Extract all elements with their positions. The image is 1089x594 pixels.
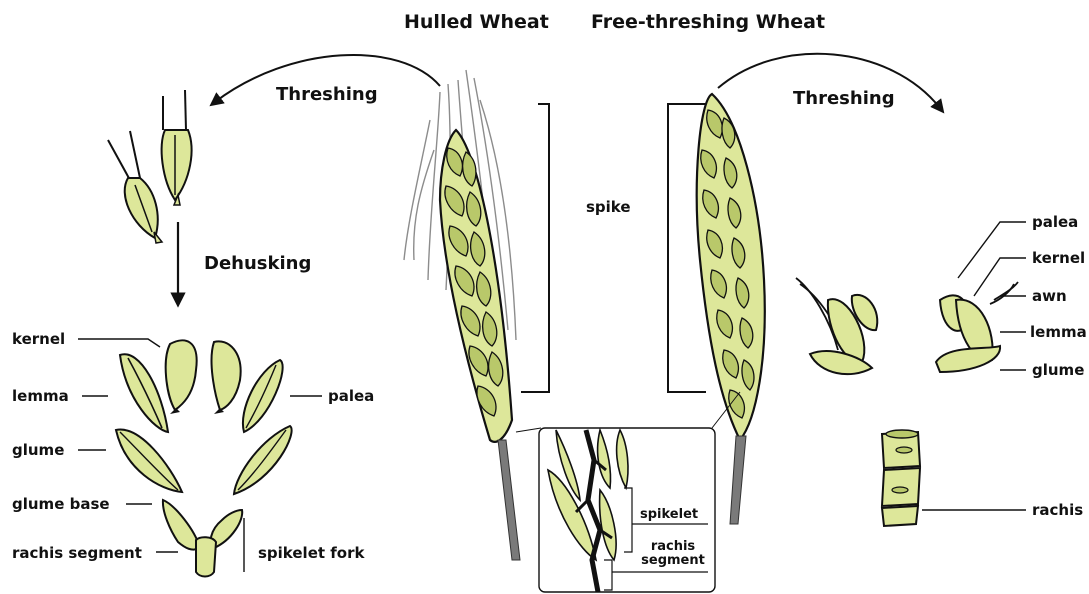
right-label-palea: palea	[1032, 213, 1078, 231]
right-label-rachis: rachis	[1032, 501, 1083, 519]
right-label-kernel: kernel	[1032, 249, 1085, 267]
left-label-glume: glume	[12, 441, 64, 459]
left-label-kernel: kernel	[12, 330, 65, 348]
hulled-spike-illustration	[404, 70, 520, 560]
left-label-rachis-segment: rachis segment	[12, 544, 142, 562]
title-hulled-wheat: Hulled Wheat	[404, 11, 549, 33]
title-free-threshing-wheat: Free-threshing Wheat	[591, 11, 825, 33]
left-label-glume-base: glume base	[12, 495, 110, 513]
threshing-label-left: Threshing	[276, 84, 378, 105]
left-label-spikelet-fork: spikelet fork	[258, 544, 364, 562]
right-label-awn: awn	[1032, 287, 1067, 305]
dehusking-label: Dehusking	[204, 253, 311, 274]
left-label-palea: palea	[328, 387, 374, 405]
left-label-lemma: lemma	[12, 387, 69, 405]
hulled-spikelets-illustration	[108, 90, 192, 243]
spike-label: spike	[586, 198, 631, 216]
dehusked-parts-illustration	[116, 340, 292, 576]
inset-label-rachis-segment: rachis segment	[640, 540, 706, 568]
threshing-label-right: Threshing	[793, 88, 895, 109]
inset-label-spikelet: spikelet	[640, 508, 698, 522]
inset-label-rachis-line2: segment	[640, 554, 706, 568]
right-label-lemma: lemma	[1030, 323, 1087, 341]
free-threshing-parts-illustration	[796, 278, 1018, 526]
spike-bracket-left	[521, 104, 549, 392]
inset-label-rachis-line1: rachis	[640, 540, 706, 554]
right-label-glume: glume	[1032, 361, 1084, 379]
